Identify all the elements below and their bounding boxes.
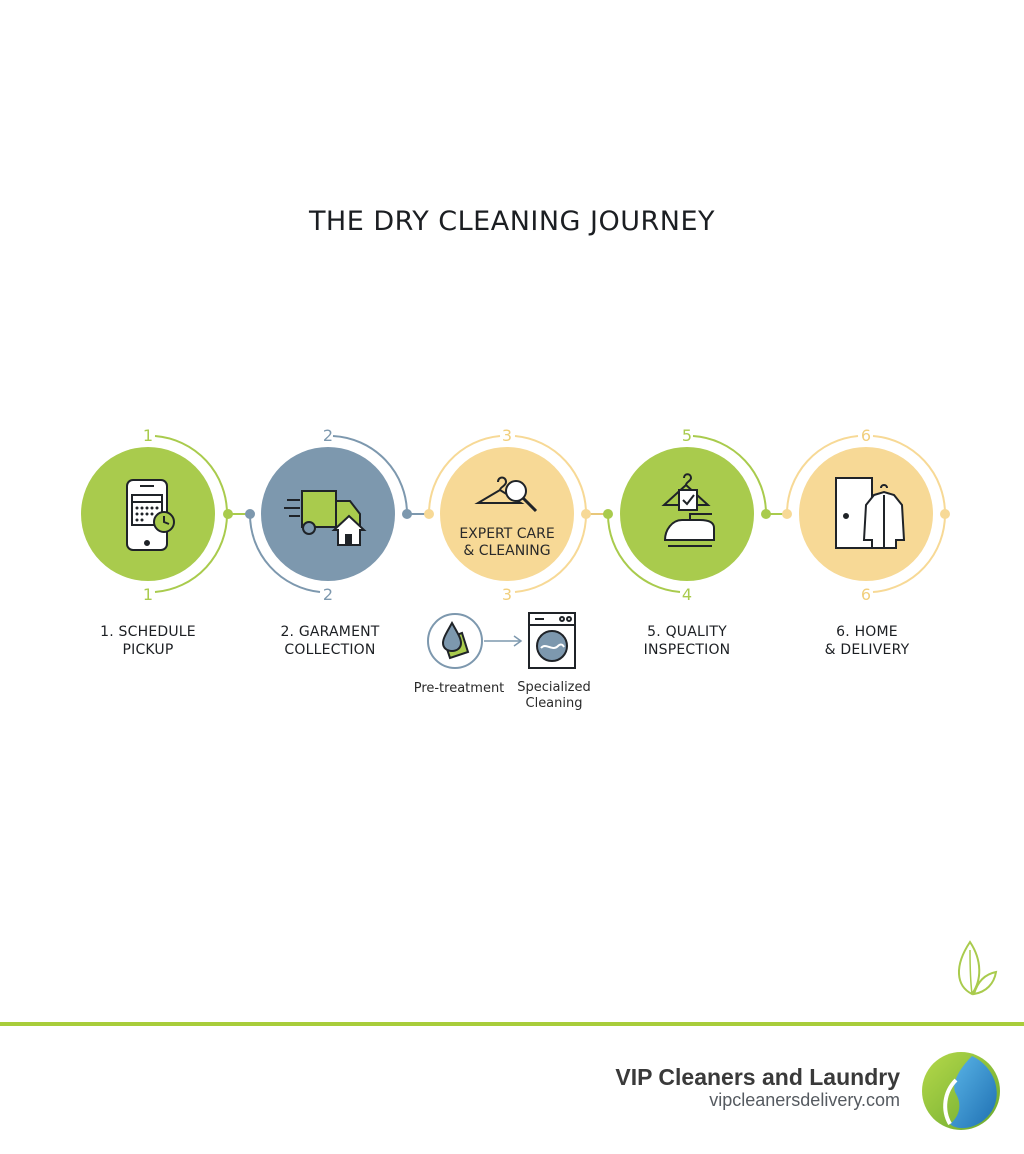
step-3-center-line1: EXPERT CARE bbox=[459, 526, 555, 542]
step-4-dot-left bbox=[603, 509, 613, 519]
pretreatment-label-line1: Pre-treatment bbox=[413, 681, 505, 696]
step-5-dot-right bbox=[940, 509, 950, 519]
step-3: 3 3 bbox=[424, 426, 591, 604]
step-4: 5 4 bbox=[603, 426, 771, 604]
step-3-dot-left bbox=[424, 509, 434, 519]
step-5-arc-top bbox=[872, 435, 947, 515]
hanger-tag-iron-icon bbox=[661, 473, 715, 547]
step-5-label: 6. HOME & DELIVERY bbox=[787, 623, 947, 659]
pretreatment-label: Pre-treatment bbox=[404, 681, 514, 697]
step-1: 1 1 bbox=[81, 426, 233, 604]
step-2-label-line1: 2. GARAMENT bbox=[280, 624, 380, 640]
step-4-label-line2: INSPECTION bbox=[643, 642, 731, 658]
step-3-arc-top-left bbox=[427, 435, 501, 515]
step-1-top-number: 1 bbox=[143, 426, 153, 445]
hanger-magnifier-icon bbox=[474, 476, 538, 513]
step-3-bottom-number: 3 bbox=[502, 585, 512, 604]
step-3-arc-top-right bbox=[514, 435, 588, 515]
step-2-top-number: 2 bbox=[323, 426, 333, 445]
step-2-arc-top bbox=[332, 435, 409, 515]
specialized-cleaning-label: Specialized Cleaning bbox=[499, 680, 609, 712]
step-5-label-line1: 6. HOME bbox=[836, 624, 898, 640]
brand-url[interactable]: vipcleanersdelivery.com bbox=[709, 1090, 900, 1110]
step-2-dot-right bbox=[402, 509, 412, 519]
step-5-arc-bottom bbox=[872, 513, 947, 593]
step-1-label-line1: 1. SCHEDULE bbox=[100, 624, 196, 640]
step-1-arc-bottom bbox=[154, 513, 229, 593]
step-4-circle bbox=[620, 447, 754, 581]
step-1-label-line2: PICKUP bbox=[122, 642, 174, 658]
washing-machine-icon bbox=[528, 612, 576, 669]
step-2-dot-left bbox=[245, 509, 255, 519]
specialized-cleaning-line1: Specialized bbox=[517, 680, 591, 695]
sub-step-arrow-head bbox=[513, 635, 523, 647]
sub-steps bbox=[427, 612, 576, 669]
page-title: THE DRY CLEANING JOURNEY bbox=[308, 206, 716, 237]
journey-diagram: 1 1 2 2 bbox=[81, 426, 950, 669]
door-shirt-icon bbox=[835, 477, 906, 549]
step-5-label-line2: & DELIVERY bbox=[824, 642, 910, 658]
step-3-dot-right bbox=[581, 509, 591, 519]
step-4-arc-top bbox=[692, 435, 768, 515]
step-4-label-line1: 5. QUALITY bbox=[647, 624, 727, 640]
step-5-top-number: 6 bbox=[861, 426, 871, 445]
footer-divider bbox=[0, 1022, 1024, 1026]
step-1-dot bbox=[223, 509, 233, 519]
vip-leaf-drop-logo-icon bbox=[922, 1052, 1000, 1130]
step-4-top-number: 5 bbox=[682, 426, 692, 445]
step-5-dot-left bbox=[782, 509, 792, 519]
step-3-center-line2: & CLEANING bbox=[463, 543, 551, 559]
step-2-label-line2: COLLECTION bbox=[284, 642, 376, 658]
leaf-sprout-icon bbox=[957, 940, 998, 996]
step-1-label: 1. SCHEDULE PICKUP bbox=[68, 623, 228, 659]
step-1-arc-top bbox=[154, 435, 229, 515]
step-2: 2 2 bbox=[245, 426, 412, 604]
brand-name: VIP Cleaners and Laundry bbox=[615, 1064, 900, 1090]
step-3-center-label: EXPERT CARE & CLEANING bbox=[447, 526, 567, 560]
step-5: 6 6 bbox=[782, 426, 950, 604]
step-2-bottom-number: 2 bbox=[323, 585, 333, 604]
step-2-label: 2. GARAMENT COLLECTION bbox=[250, 623, 410, 659]
step-2-arc-bottom bbox=[248, 513, 321, 593]
step-4-dot-right bbox=[761, 509, 771, 519]
step-3-circle bbox=[440, 447, 574, 581]
stain-drop-icon bbox=[441, 620, 470, 660]
step-5-bottom-number: 6 bbox=[861, 585, 871, 604]
step-4-label: 5. QUALITY INSPECTION bbox=[607, 623, 767, 659]
step-1-bottom-number: 1 bbox=[143, 585, 153, 604]
specialized-cleaning-line2: Cleaning bbox=[525, 696, 583, 711]
step-5-arc-left bbox=[785, 435, 859, 515]
phone-calendar-clock-icon bbox=[126, 479, 175, 551]
step-3-top-number: 3 bbox=[502, 426, 512, 445]
step-3-arc-bottom bbox=[514, 513, 588, 593]
step-4-arc-bottom bbox=[606, 513, 681, 593]
step-4-bottom-number: 4 bbox=[682, 585, 692, 604]
delivery-van-house-icon bbox=[284, 490, 367, 546]
